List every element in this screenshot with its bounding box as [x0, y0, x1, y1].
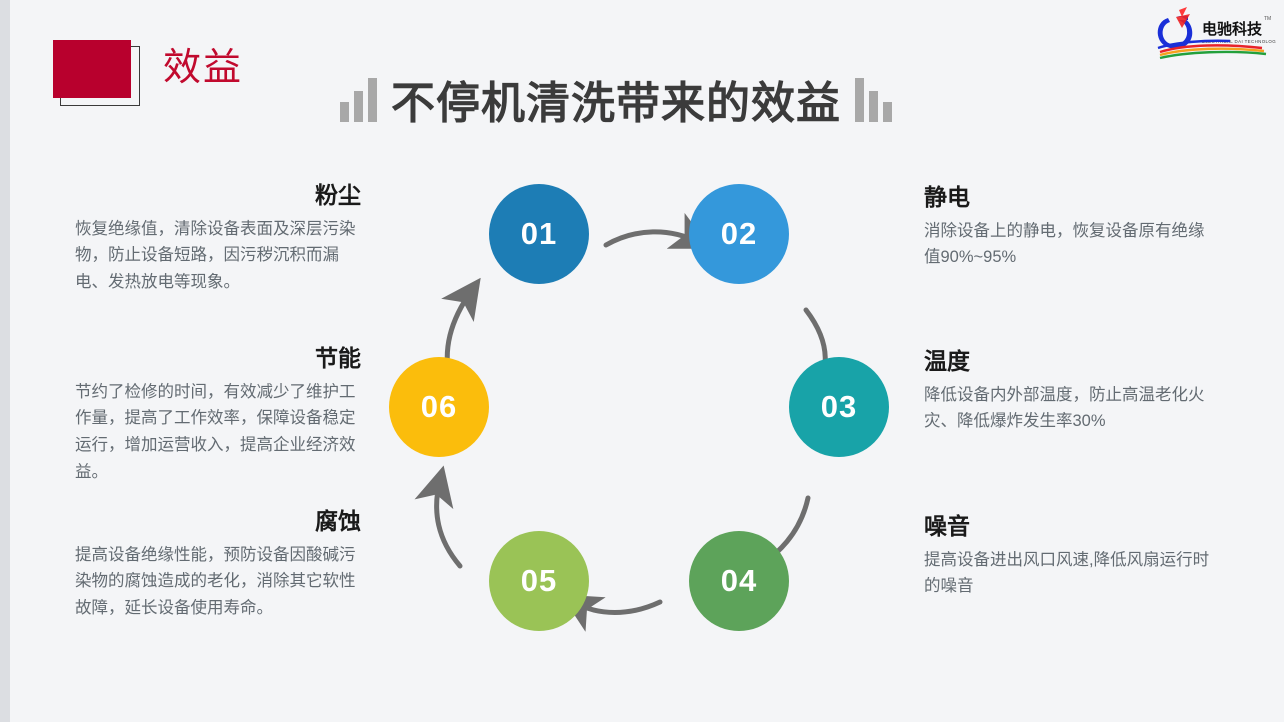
block-corrosion-body: 提高设备绝缘性能，预防设备因酸碱污染物的腐蚀造成的老化，消除其它软性故障，延长设… [75, 545, 356, 618]
block-dust: 粉尘 恢复绝缘值，清除设备表面及深层污染物，防止设备短路，因污秽沉积而漏电、发热… [75, 182, 361, 296]
cycle-node-04[interactable]: 04 [689, 531, 789, 631]
bar-chart-ascending-icon [340, 78, 377, 128]
svg-text:ELECTRICAL DAI TECHNOLOGY: ELECTRICAL DAI TECHNOLOGY [1202, 39, 1276, 44]
block-corrosion-heading: 腐蚀 [315, 508, 361, 534]
cycle-node-01[interactable]: 01 [489, 184, 589, 284]
svg-text:TM: TM [1264, 16, 1271, 22]
cycle-node-06[interactable]: 06 [389, 357, 489, 457]
block-dust-body: 恢复绝缘值，清除设备表面及深层污染物，防止设备短路，因污秽沉积而漏电、发热放电等… [75, 219, 356, 292]
block-temperature-heading: 温度 [924, 348, 970, 374]
svg-text:电驰科技: 电驰科技 [1202, 20, 1263, 38]
left-edge-strip [0, 0, 10, 722]
block-energy: 节能 节约了检修的时间，有效减少了维护工作量，提高了工作效率，保障设备稳定运行，… [75, 345, 361, 485]
block-noise-body: 提高设备进出风口风速,降低风扇运行时的噪音 [924, 550, 1210, 596]
block-energy-body: 节约了检修的时间，有效减少了维护工作量，提高了工作效率，保障设备稳定运行，增加运… [75, 382, 356, 481]
title-group: 不停机清洗带来的效益 [340, 66, 892, 128]
block-static-heading: 静电 [924, 184, 970, 210]
cycle-node-05[interactable]: 05 [489, 531, 589, 631]
company-logo: 电驰科技 ELECTRICAL DAI TECHNOLOGY TM [1157, 7, 1276, 60]
section-label: 效益 [163, 47, 244, 89]
block-static: 静电 消除设备上的静电，恢复设备原有绝缘值90%~95% [924, 184, 1210, 271]
page-title: 不停机清洗带来的效益 [391, 79, 841, 128]
cycle-node-03[interactable]: 03 [789, 357, 889, 457]
block-noise-heading: 噪音 [924, 513, 970, 539]
block-temperature-body: 降低设备内外部温度，防止高温老化火灾、降低爆炸发生率30% [924, 385, 1205, 431]
block-temperature: 温度 降低设备内外部温度，防止高温老化火灾、降低爆炸发生率30% [924, 348, 1210, 435]
block-corrosion: 腐蚀 提高设备绝缘性能，预防设备因酸碱污染物的腐蚀造成的老化，消除其它软性故障，… [75, 508, 361, 622]
block-dust-heading: 粉尘 [315, 182, 361, 208]
block-static-body: 消除设备上的静电，恢复设备原有绝缘值90%~95% [924, 221, 1205, 267]
bar-chart-descending-icon [855, 78, 892, 128]
block-noise: 噪音 提高设备进出风口风速,降低风扇运行时的噪音 [924, 513, 1210, 600]
cycle-node-02[interactable]: 02 [689, 184, 789, 284]
header-badge-fill [53, 40, 131, 98]
block-energy-heading: 节能 [315, 345, 361, 371]
